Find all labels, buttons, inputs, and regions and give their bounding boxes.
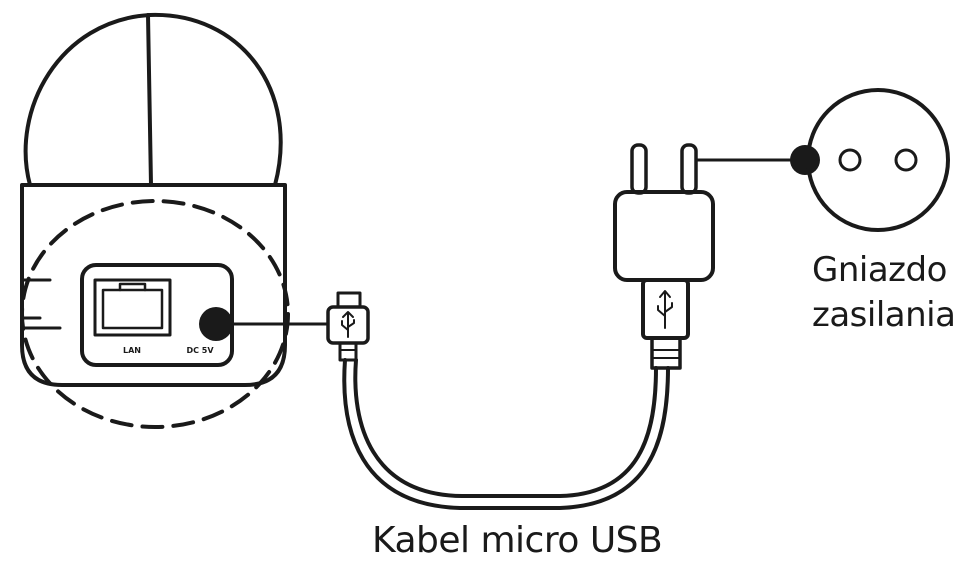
socket-plug-dot <box>790 145 820 175</box>
adapter-neck <box>641 278 690 340</box>
port-panel <box>80 263 234 367</box>
usb-cable-inner <box>353 358 658 498</box>
camera-illustration: LAN DC 5V <box>20 12 290 429</box>
camera-base <box>20 183 287 387</box>
camera-dome-seam <box>146 13 153 187</box>
prong-right <box>680 143 698 195</box>
wall-socket-icon <box>806 88 950 232</box>
micro-usb-plug <box>199 291 370 362</box>
socket-label-line1: Gniazdo <box>812 250 947 290</box>
adapter-body <box>613 190 715 282</box>
camera-dome <box>23 12 283 187</box>
socket-label-line2: zasilania <box>812 295 956 335</box>
port-label-lan: LAN <box>123 346 141 355</box>
power-plug-icon <box>613 143 715 370</box>
cable-label: Kabel micro USB <box>372 520 663 561</box>
usb-cable-outer <box>342 358 670 510</box>
usb-symbol-icon <box>341 311 355 338</box>
ports-highlight-circle <box>20 199 290 429</box>
port-label-dc: DC 5V <box>186 346 214 355</box>
ethernet-port-icon <box>93 278 172 337</box>
prong-left <box>630 143 648 195</box>
